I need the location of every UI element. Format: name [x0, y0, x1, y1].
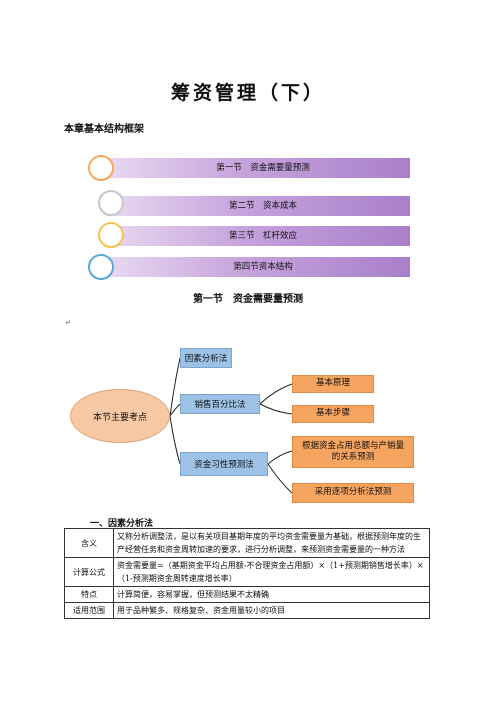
chapter-framework: 第一节 资金需要量预测 第二节 资本成本 第三节 杠杆效应 第四节资本结构 — [80, 152, 420, 282]
structure-heading: 本章基本结构框架 — [64, 124, 144, 135]
table-cell-text: 计算简便，容易掌握，但预测结果不太精确 — [113, 586, 430, 603]
node-sales-percentage: 销售百分比法 — [180, 394, 260, 414]
table-cell-label: 适用范围 — [64, 602, 114, 619]
node-basic-steps: 基本步骤 — [292, 405, 374, 423]
paragraph-mark-icon: ↵ — [64, 318, 71, 327]
framework-item-4: 第四节资本结构 — [106, 257, 410, 277]
node-total-volume-relation: 根据资金占用总额与产销量的关系预测 — [292, 436, 414, 468]
framework-circle-icon-3 — [98, 222, 124, 248]
connector-root-sales — [169, 403, 181, 417]
table-row: 适用范围 用于品种繁多、规格复杂、资金用量较小的项目 — [64, 602, 430, 619]
factor-analysis-table: 含义 又称分析调整法，是以有关项目基期年度的平均资金需要量为基础，根据预测年度的… — [64, 528, 430, 619]
mindmap-root: 本节主要考点 — [70, 389, 170, 443]
framework-circle-icon-4 — [88, 254, 114, 280]
connector-habit-total — [267, 450, 293, 465]
framework-circle-icon-1 — [88, 155, 114, 181]
node-capital-habit: 资金习性预测法 — [180, 452, 268, 476]
connector-root-factor — [169, 357, 181, 417]
section-heading: 第一节 资金需要量预测 — [193, 294, 303, 305]
framework-item-3: 第三节 杠杆效应 — [106, 226, 410, 246]
mindmap-connectors — [169, 357, 293, 494]
page-title: 筹资管理（下） — [170, 82, 325, 104]
node-item-analysis: 采用逐项分析法预测 — [292, 483, 414, 503]
connector-habit-item — [267, 463, 293, 494]
table-cell-label: 特点 — [64, 586, 114, 603]
table-cell-text: 资金需要量=（基期资金平均占用额-不合理资金占用额）×（1+预测期销售增长率）×… — [113, 557, 430, 587]
part-one-heading: 一、因素分析法 — [90, 519, 154, 529]
table-row: 计算公式 资金需要量=（基期资金平均占用额-不合理资金占用额）×（1+预测期销售… — [64, 557, 430, 587]
table-cell-label: 含义 — [64, 528, 114, 558]
table-row: 特点 计算简便，容易掌握，但预测结果不太精确 — [64, 586, 430, 603]
node-factor-analysis: 因素分析法 — [180, 348, 232, 368]
mindmap: 本节主要考点 因素分析法 销售百分比法 资金习性预测法 基本原理 基本步骤 根据… — [70, 338, 430, 518]
node-basic-principle: 基本原理 — [292, 375, 374, 393]
table-cell-text: 又称分析调整法，是以有关项目基期年度的平均资金需要量为基础，根据预测年度的生产经… — [113, 528, 430, 558]
framework-circle-icon-2 — [98, 190, 124, 216]
connector-root-habit — [169, 415, 181, 465]
table-cell-label: 计算公式 — [64, 557, 114, 587]
framework-item-1: 第一节 资金需要量预测 — [106, 158, 410, 178]
framework-item-2: 第二节 资本成本 — [106, 196, 410, 216]
connector-sales-principle — [259, 383, 293, 405]
table-cell-text: 用于品种繁多、规格复杂、资金用量较小的项目 — [113, 602, 430, 619]
table-row: 含义 又称分析调整法，是以有关项目基期年度的平均资金需要量为基础，根据预测年度的… — [64, 528, 430, 558]
connector-sales-steps — [259, 403, 293, 415]
